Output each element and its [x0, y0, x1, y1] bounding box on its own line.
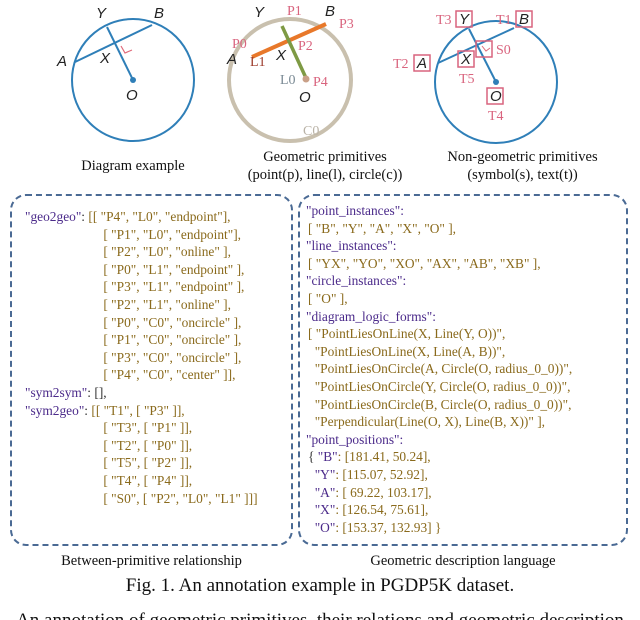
point-position-x: "X": [126.54, 75.61],	[314, 502, 429, 518]
diagram-example: Y B A X O	[56, 5, 195, 142]
label-b: B	[325, 3, 335, 20]
geo2geo-line-6: [ "P0", "C0", "oncircle" ],	[100, 314, 242, 330]
logic-form-1: "PointLiesOnLine(X, Line(A, B))",	[308, 343, 506, 359]
sym2geo-line-3: [ "T5", [ "P2" ]],	[100, 455, 193, 471]
label-a: A	[416, 55, 427, 72]
label-y: Y	[459, 11, 470, 28]
label-y: Y	[254, 4, 265, 21]
caption-geometric-primitives-2: (point(p), line(l), circle(c))	[247, 167, 403, 183]
logic-forms-key: "diagram_logic_forms":	[306, 308, 436, 324]
geo2geo-line-1: [ "P1", "L0", "endpoint"],	[100, 226, 242, 242]
circle-instances-key: "circle_instances":	[306, 273, 407, 289]
label-x: X	[460, 51, 472, 68]
caption-diagram-example: Diagram example	[81, 158, 185, 174]
label-o: O	[299, 89, 311, 106]
label-t2: T2	[393, 57, 409, 72]
label-b: B	[154, 5, 164, 22]
label-p0: P0	[232, 37, 247, 52]
logic-form-3: "PointLiesOnCircle(Y, Circle(O, radius_0…	[308, 379, 571, 394]
point-instances-key: "point_instances":	[306, 203, 404, 218]
sym2geo-line-4: [ "T4", [ "P4" ]],	[100, 473, 193, 488]
logic-form-2: "PointLiesOnCircle(A, Circle(O, radius_0…	[308, 361, 573, 377]
label-y: Y	[96, 5, 107, 22]
geo2geo-line-4: [ "P3", "L1", "endpoint" ],	[100, 279, 245, 295]
label-x: X	[275, 47, 287, 64]
point-position-a: "A": [ 69.22, 103.17],	[314, 484, 432, 500]
label-l0: L0	[280, 73, 296, 88]
label-a: A	[226, 51, 237, 68]
label-x: X	[99, 50, 111, 67]
label-c0: C0	[303, 124, 319, 139]
sym2geo-line-0: [[ "T1", [ "P3" ]],	[91, 402, 185, 418]
sym2geo-block: "sym2geo": [[ "T1", [ "P3" ]],	[25, 402, 185, 418]
sym2sym-block: "sym2sym": [],	[25, 385, 107, 400]
geo2geo-line-5: [ "P2", "L1", "online" ],	[100, 297, 231, 312]
label-t4: T4	[488, 109, 504, 124]
diagram-non-geometric-primitives: Y T3 B T1 A T2 S0 X T5 O T4	[393, 10, 558, 144]
sym2sym-key: "sym2sym"	[25, 385, 88, 400]
point-positions-key: "point_positions":	[306, 431, 404, 447]
point-position-y: "Y": [115.07, 52.92],	[314, 467, 428, 482]
point-position-o: "O": [153.37, 132.93] }	[314, 519, 442, 535]
label-p4: P4	[313, 75, 328, 90]
geo2geo-line-3: [ "P0", "L1", "endpoint" ],	[100, 261, 245, 277]
logic-form-0: [ "PointLiesOnLine(X, Line(Y, O))",	[308, 326, 506, 342]
logic-form-4: "PointLiesOnCircle(B, Circle(O, radius_0…	[308, 396, 572, 412]
caption-geometric-description: Geometric description language	[370, 553, 556, 569]
label-p1: P1	[287, 4, 302, 19]
sym2geo-line-1: [ "T3", [ "P1" ]],	[100, 420, 193, 436]
logic-form-5: "Perpendicular(Line(O, X), Line(B, X))" …	[308, 414, 546, 430]
caption-between-primitive: Between-primitive relationship	[61, 553, 242, 569]
circle-instances-value: [ "O" ],	[308, 291, 348, 306]
between-primitive-panel	[10, 194, 293, 546]
geo2geo-line-0: [[ "P4", "L0", "endpoint"],	[88, 209, 231, 224]
label-a: A	[56, 53, 67, 70]
figure-caption: Fig. 1. An annotation example in PGDP5K …	[125, 575, 515, 596]
geo2geo-block: "geo2geo": [[ "P4", "L0", "endpoint"],	[25, 209, 231, 224]
diagram-geometric-primitives: Y P1 B P3 P0 A P2 X L1 L0 P4 O C0	[226, 3, 354, 143]
label-t3: T3	[436, 13, 452, 28]
label-t5: T5	[459, 72, 475, 87]
label-l1: L1	[250, 55, 266, 70]
geo2geo-line-2: [ "P2", "L0", "online" ],	[100, 244, 231, 260]
label-b: B	[519, 11, 529, 28]
geo2geo-line-7: [ "P1", "C0", "oncircle" ],	[100, 332, 242, 348]
sym2geo-line-5: [ "S0", [ "P2", "L0", "L1" ]]]	[100, 490, 258, 506]
sym2geo-key: "sym2geo"	[25, 402, 85, 418]
diagrams-svg: Y B A X O Y P1 B P3 P0 A P2 X L1 L0 P4 O…	[56, 3, 558, 144]
label-p3: P3	[339, 17, 354, 32]
label-s0: S0	[496, 43, 511, 58]
geo2geo-line-8: [ "P3", "C0", "oncircle" ],	[100, 349, 242, 365]
line-instances-key: "line_instances":	[306, 238, 397, 254]
geometric-description-panel	[298, 194, 628, 546]
point-position-b: { "B": [181.41, 50.24],	[308, 449, 431, 465]
cutoff-body-text: An annotation of geometric primitives, t…	[0, 606, 640, 620]
label-t1: T1	[496, 13, 512, 28]
caption-geometric-primitives-1: Geometric primitives	[263, 149, 387, 165]
line-instances-value: [ "YX", "YO", "XO", "AX", "AB", "XB" ],	[308, 255, 541, 271]
label-o: O	[490, 88, 502, 105]
point-instances-value: [ "B", "Y", "A", "X", "O" ],	[308, 220, 457, 236]
label-p2: P2	[298, 39, 313, 54]
caption-non-geometric-primitives-2: (symbol(s), text(t))	[467, 167, 578, 183]
geo2geo-line-9: [ "P4", "C0", "center" ]],	[100, 367, 236, 383]
label-o: O	[126, 87, 138, 104]
sym2geo-line-2: [ "T2", [ "P0" ]],	[100, 437, 193, 453]
sym2sym-value: [],	[94, 385, 107, 400]
geo2geo-key: "geo2geo"	[25, 209, 82, 224]
caption-non-geometric-primitives-1: Non-geometric primitives	[447, 149, 598, 165]
